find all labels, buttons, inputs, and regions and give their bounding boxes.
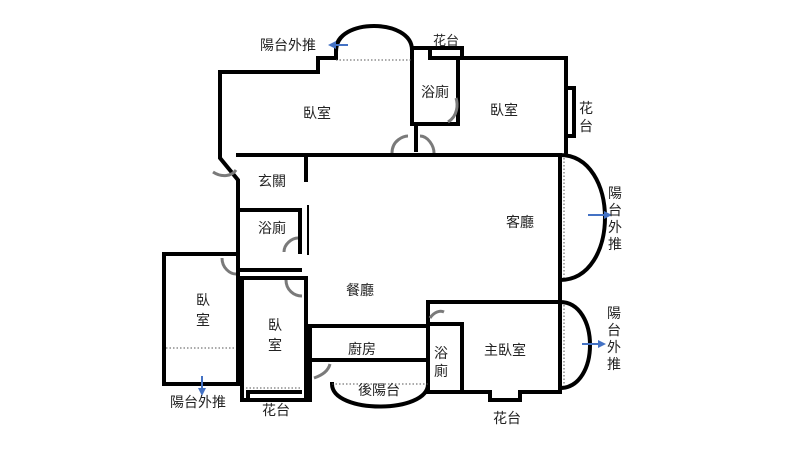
wall-planter-right <box>564 86 576 138</box>
wall-bedroom-top-right <box>456 56 568 157</box>
label-foyer: 玄關 <box>258 173 286 190</box>
balcony-lines <box>166 59 565 389</box>
label-planter-bottom-right: 花台 <box>493 411 521 427</box>
door-bedroom-mid <box>284 279 303 298</box>
wall-foyer-divider <box>236 208 302 254</box>
wall-living-east-line <box>426 153 562 326</box>
label-balcony-bottom-left: 陽台外推 <box>170 395 226 411</box>
label-planter-bottom-left: 花台 <box>262 403 290 419</box>
label-bedroom-left: 臥室 <box>196 293 210 329</box>
door-bedroom-left <box>220 257 237 276</box>
label-bedroom-top: 臥室 <box>303 105 331 122</box>
door-entry <box>212 169 238 178</box>
wall-master-south <box>426 300 562 402</box>
label-bath-top: 浴廁 <box>421 84 449 101</box>
wall-bath-top <box>410 46 460 152</box>
wall-bath-top-left <box>410 56 418 126</box>
label-balcony-right-1: 陽台外推 <box>608 186 622 253</box>
vertical-labels: 花台 陽台外推 陽台外推 臥室 臥室 浴廁 <box>196 101 622 380</box>
label-kitchen: 廚房 <box>348 341 376 358</box>
wall-balcony-top-arc <box>333 24 414 60</box>
label-bedroom-mid: 臥室 <box>268 318 282 354</box>
doors <box>212 97 459 380</box>
label-balcony-right-2: 陽台外推 <box>607 306 621 373</box>
label-master-bedroom: 主臥室 <box>484 342 526 359</box>
door-bath-bottom <box>428 309 445 319</box>
wall-left-connector <box>236 268 244 280</box>
door-bedroom-top-right <box>419 134 436 154</box>
door-kitchen <box>313 363 332 380</box>
room-labels: 臥室 浴廁 臥室 花台 陽台外推 玄關 浴廁 客廳 餐廳 廚房 主臥室 後陽台 … <box>170 33 534 427</box>
label-balcony-top: 陽台外推 <box>260 38 316 54</box>
walls <box>162 24 607 409</box>
label-planter-right: 花台 <box>579 101 593 135</box>
wall-mid-bedroom <box>240 276 308 402</box>
label-dining-room: 餐廳 <box>346 282 374 299</box>
door-bath-top <box>447 97 459 124</box>
door-bedroom-top <box>390 134 409 154</box>
wall-planter-top <box>428 46 464 60</box>
label-living-room: 客廳 <box>506 214 534 231</box>
label-bedroom-top-right: 臥室 <box>490 102 518 119</box>
label-bath-bottom: 浴廁 <box>434 346 448 380</box>
label-bath-left: 浴廁 <box>258 220 286 237</box>
balcony-arrows <box>198 41 612 396</box>
label-planter-top: 花台 <box>433 33 459 49</box>
door-bath-left <box>282 236 299 253</box>
wall-left-bedroom <box>162 252 240 386</box>
label-back-balcony: 後陽台 <box>358 383 400 399</box>
wall-planter-bottom-left <box>246 390 302 402</box>
wall-bedroom-top <box>218 48 338 152</box>
wall-back-balcony <box>329 381 431 409</box>
wall-foyer-left <box>218 148 302 272</box>
wall-living-east <box>557 152 607 283</box>
